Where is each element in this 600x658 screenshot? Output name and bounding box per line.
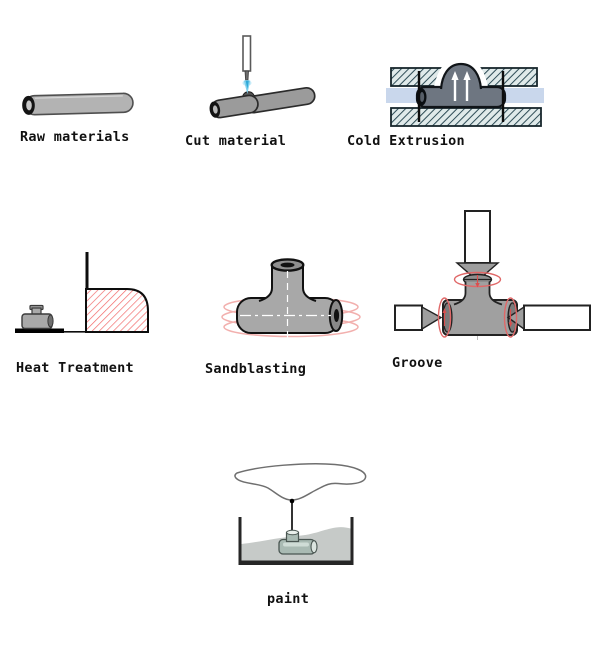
hook-point — [289, 498, 295, 504]
extrusion-arrows — [451, 71, 471, 101]
label-cut-material: Cut material — [185, 133, 287, 149]
label-groove: Groove — [392, 355, 443, 371]
cut-material-illustration — [209, 35, 316, 119]
paint-illustration — [234, 463, 367, 565]
conveyor-bar — [15, 328, 64, 333]
sandblasting-illustration — [221, 258, 361, 344]
raw-materials-illustration — [22, 92, 134, 116]
tee-fitting-small — [21, 304, 54, 330]
label-raw-materials: Raw materials — [20, 129, 130, 145]
die-plate-bottom — [390, 107, 542, 127]
side-grooving-tools — [394, 304, 591, 331]
tee-fitting — [236, 258, 344, 344]
label-heat-treatment: Heat Treatment — [16, 360, 134, 376]
steel-tube — [22, 92, 134, 116]
pipe-left — [209, 94, 259, 119]
label-sandblasting: Sandblasting — [205, 361, 307, 377]
label-paint: paint — [267, 591, 310, 607]
cutting-torch-icon — [242, 35, 252, 81]
flame-icon — [242, 80, 252, 94]
tee-body — [415, 85, 507, 109]
groove-illustration — [394, 210, 591, 343]
furnace-body — [85, 288, 149, 333]
cold-extrusion-illustration — [386, 57, 544, 127]
rotation-arrows — [442, 275, 513, 327]
dip-tank — [238, 517, 354, 565]
label-cold-extrusion: Cold Extrusion — [347, 133, 465, 149]
dipped-tee-fitting — [278, 529, 318, 555]
heat-treatment-illustration — [15, 252, 149, 333]
tee-dome — [441, 64, 481, 89]
carrier-outline — [234, 463, 367, 501]
top-grooving-tool — [455, 210, 500, 286]
